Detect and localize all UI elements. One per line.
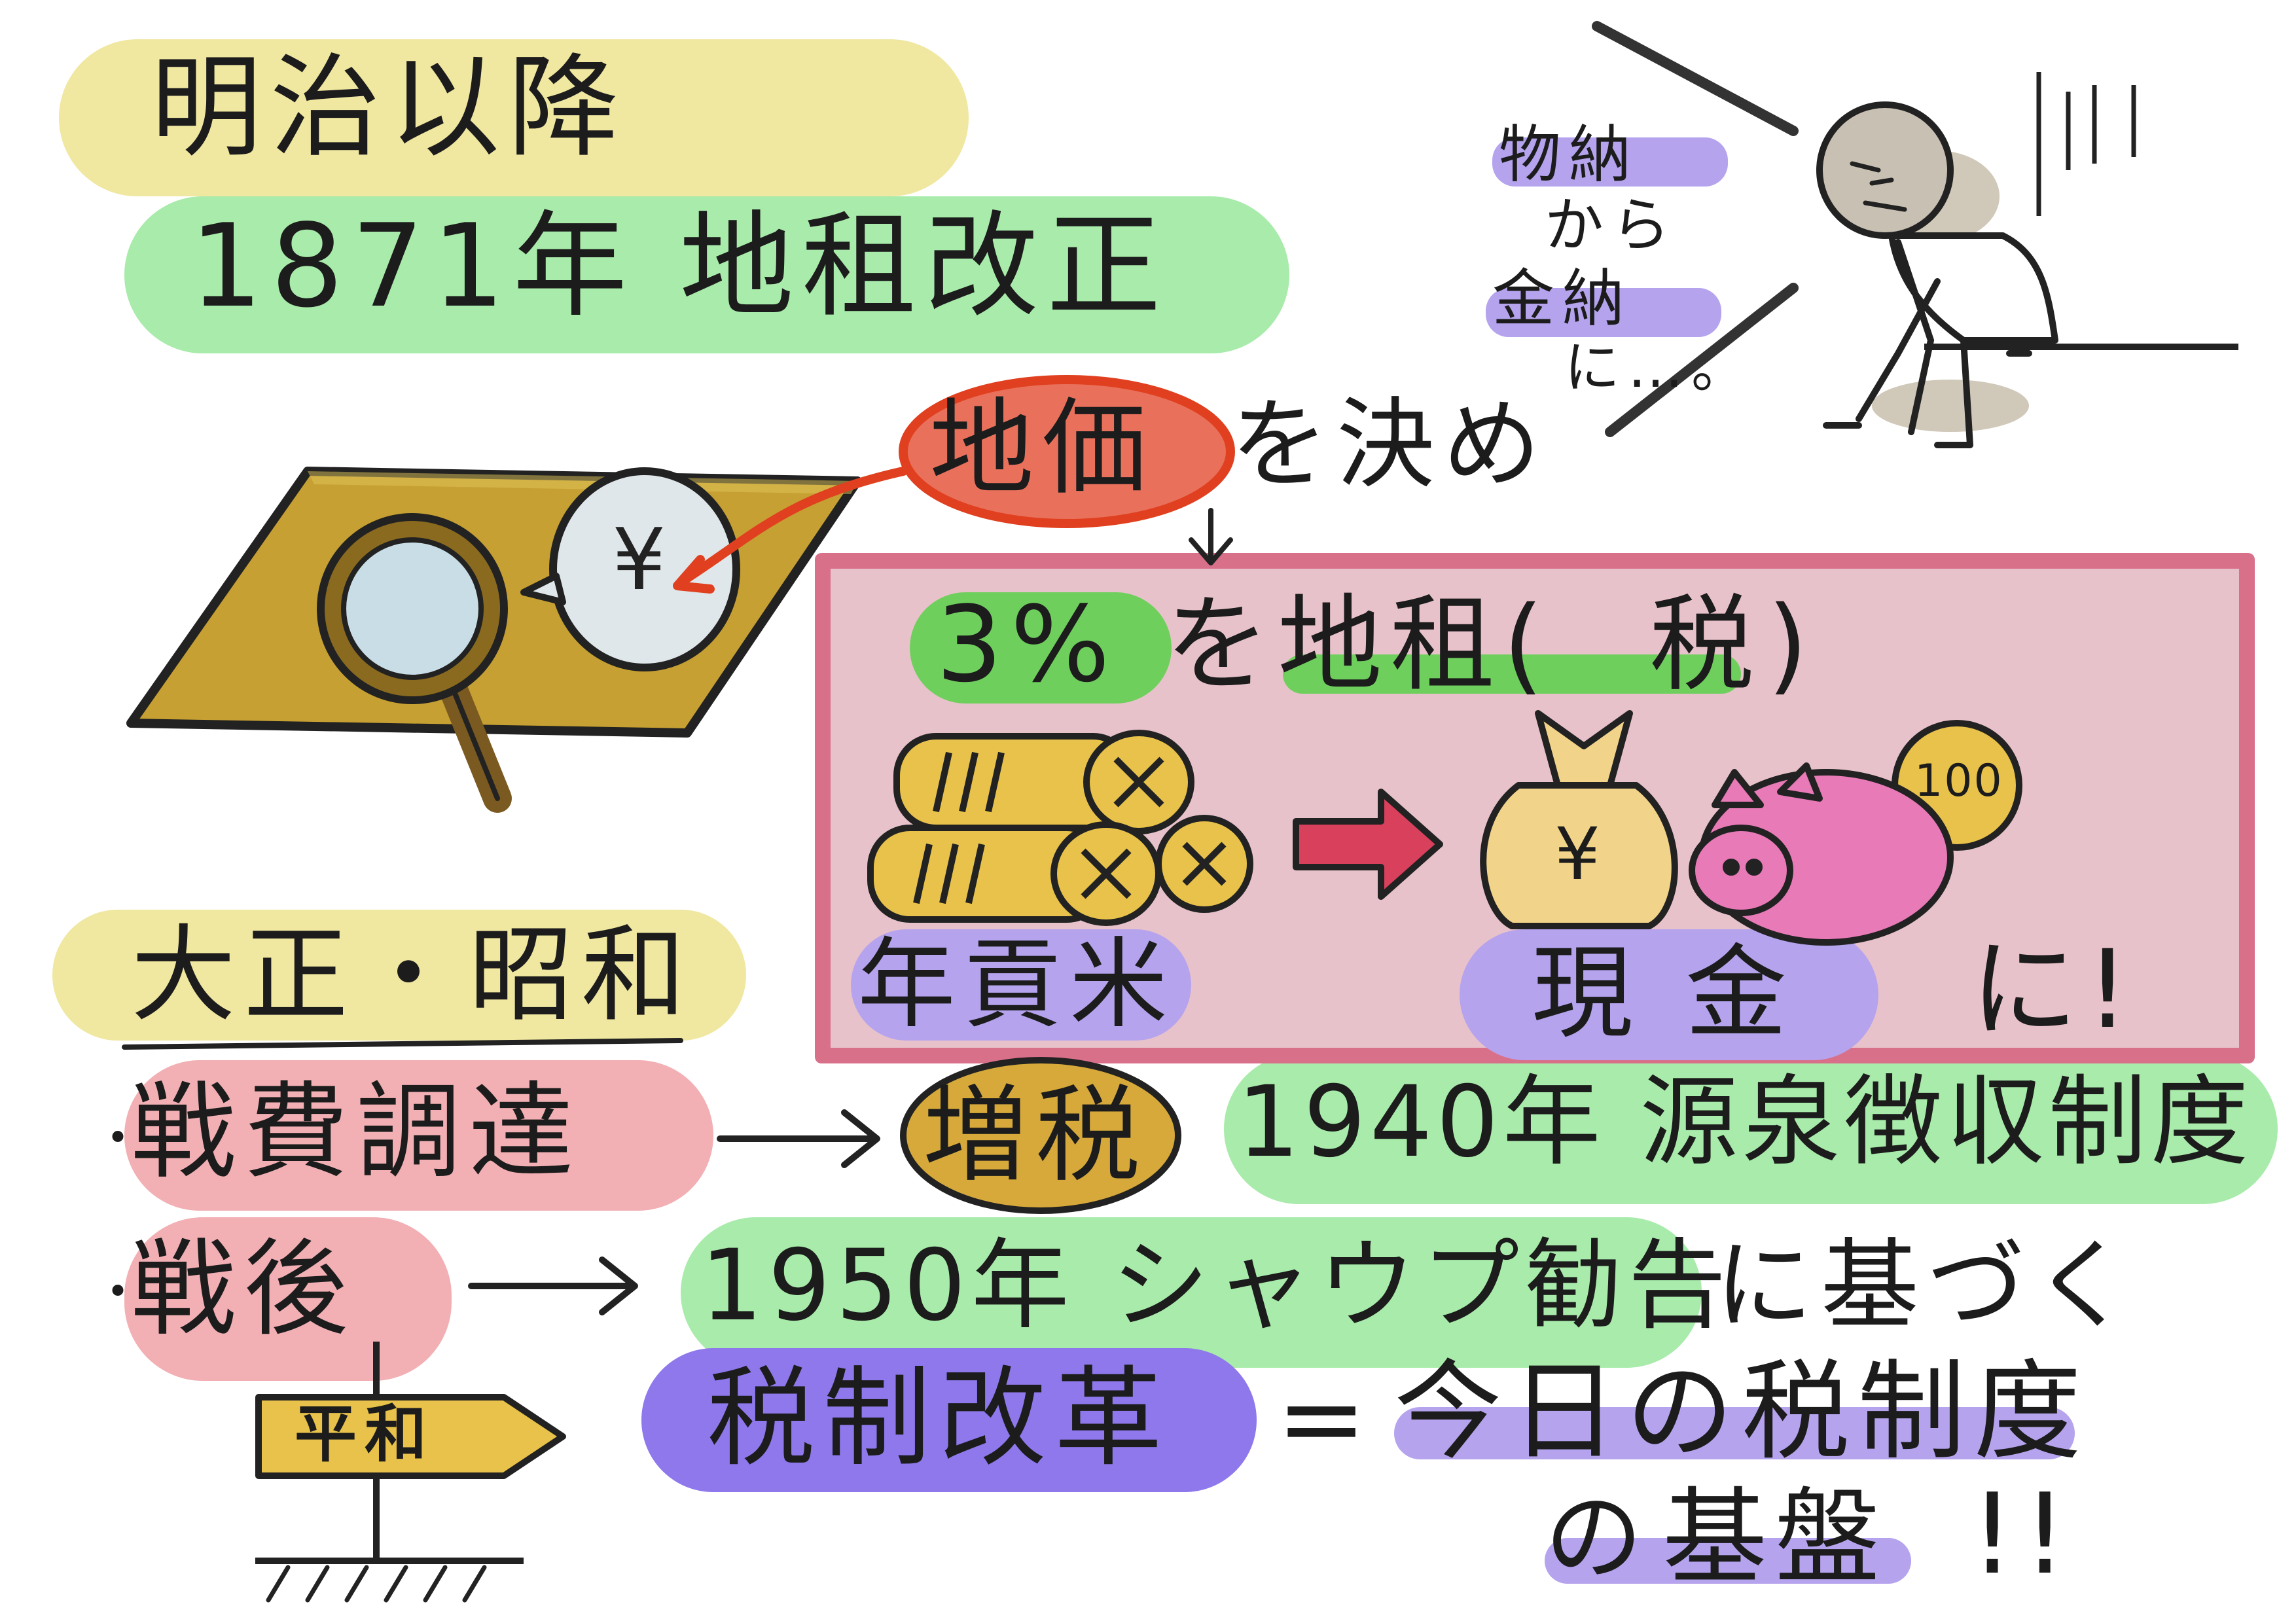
monou-highlight-2 [1486, 288, 1721, 337]
monou-highlight-1 [1492, 137, 1728, 187]
ni-motozuku-label: に基づく [1715, 1229, 2140, 1343]
senpi-highlight [124, 1060, 713, 1211]
gensen-label: 1940年 源泉徴収制度 [1237, 1065, 2253, 1179]
piggy-bank-icon [1689, 720, 2022, 946]
zei-label: 税 [1649, 583, 1763, 705]
ni-label: に! [1970, 927, 2138, 1052]
sengo-label: 戦後 [131, 1228, 357, 1350]
gensen-highlight [1224, 1054, 2278, 1204]
rice-bales [867, 730, 1253, 926]
percent-highlight [910, 592, 1172, 704]
zouzei-label: 増税 [923, 1074, 1149, 1196]
magnifier-icon [317, 513, 512, 813]
sengo-highlight [124, 1217, 452, 1381]
coin-100-label: 100 [1914, 755, 2003, 807]
taisho-highlight [52, 910, 746, 1041]
shoup-highlight [681, 1217, 1702, 1368]
zouzei-circle [900, 1057, 1181, 1214]
monou-line-4: に…。 [1564, 336, 1755, 401]
nengu-highlight [851, 929, 1191, 1041]
bullet-1: ・ [92, 1108, 152, 1169]
chika-label: 地価 [929, 387, 1155, 509]
wo-kime-label: を決め [1230, 388, 1549, 502]
heiwa-sign-label: 平和 [295, 1399, 435, 1471]
meiji-title: 明治以降 [151, 43, 628, 173]
monou-line-2: から [1545, 191, 1678, 260]
signpost [255, 1342, 566, 1603]
zeisei-kaikaku-label: 税制改革 [707, 1355, 1170, 1481]
tired-person [1592, 21, 2238, 448]
down-arrow [1189, 508, 1233, 565]
shoup-label: 1950年 シャウプ勧告 [700, 1229, 1732, 1343]
excl-label: !! [1970, 1470, 2075, 1599]
genkin-label: 現金 [1532, 934, 1839, 1052]
zeisei-highlight [641, 1348, 1257, 1492]
convert-arrow [1293, 789, 1443, 900]
chika-arrow [676, 467, 908, 587]
taisho-title: 大正・昭和 [131, 914, 694, 1036]
genkin-highlight [1460, 929, 1878, 1060]
meiji-highlight [59, 39, 969, 196]
chiso-underline [1283, 654, 1741, 694]
senpi-label: 戦費調達 [131, 1071, 582, 1193]
chiso-label: を地租( [1165, 583, 1552, 705]
bullet-2: ・ [92, 1262, 152, 1323]
kiban-underline [1545, 1538, 1911, 1584]
nengu-label: 年貢米 [857, 928, 1176, 1042]
close-paren: ) [1767, 583, 1816, 705]
chiso-kaisei-title: 1871年 地租改正 [190, 200, 1169, 333]
equals-sign: = [1276, 1355, 1375, 1481]
no-label: の [1545, 1481, 1651, 1595]
chiso-highlight [124, 196, 1289, 353]
money-bag-icon [1480, 710, 1678, 929]
konnichi-underline [1394, 1407, 2075, 1459]
chika-circle [899, 375, 1235, 528]
bubble-yen-icon: ¥ [612, 510, 674, 609]
taisho-divider [122, 1038, 683, 1050]
monou-line-1: 物納 [1499, 119, 1640, 191]
monou-line-3: 金納 [1492, 263, 1633, 335]
bag-yen-icon: ¥ [1554, 812, 1608, 896]
speech-bubble [520, 467, 740, 671]
percent-label: 3% [936, 583, 1118, 705]
konnichi-label: 今日の税制度 [1394, 1349, 2089, 1474]
arrows [468, 1109, 880, 1315]
kiban-label: 基盤 [1662, 1476, 1888, 1599]
